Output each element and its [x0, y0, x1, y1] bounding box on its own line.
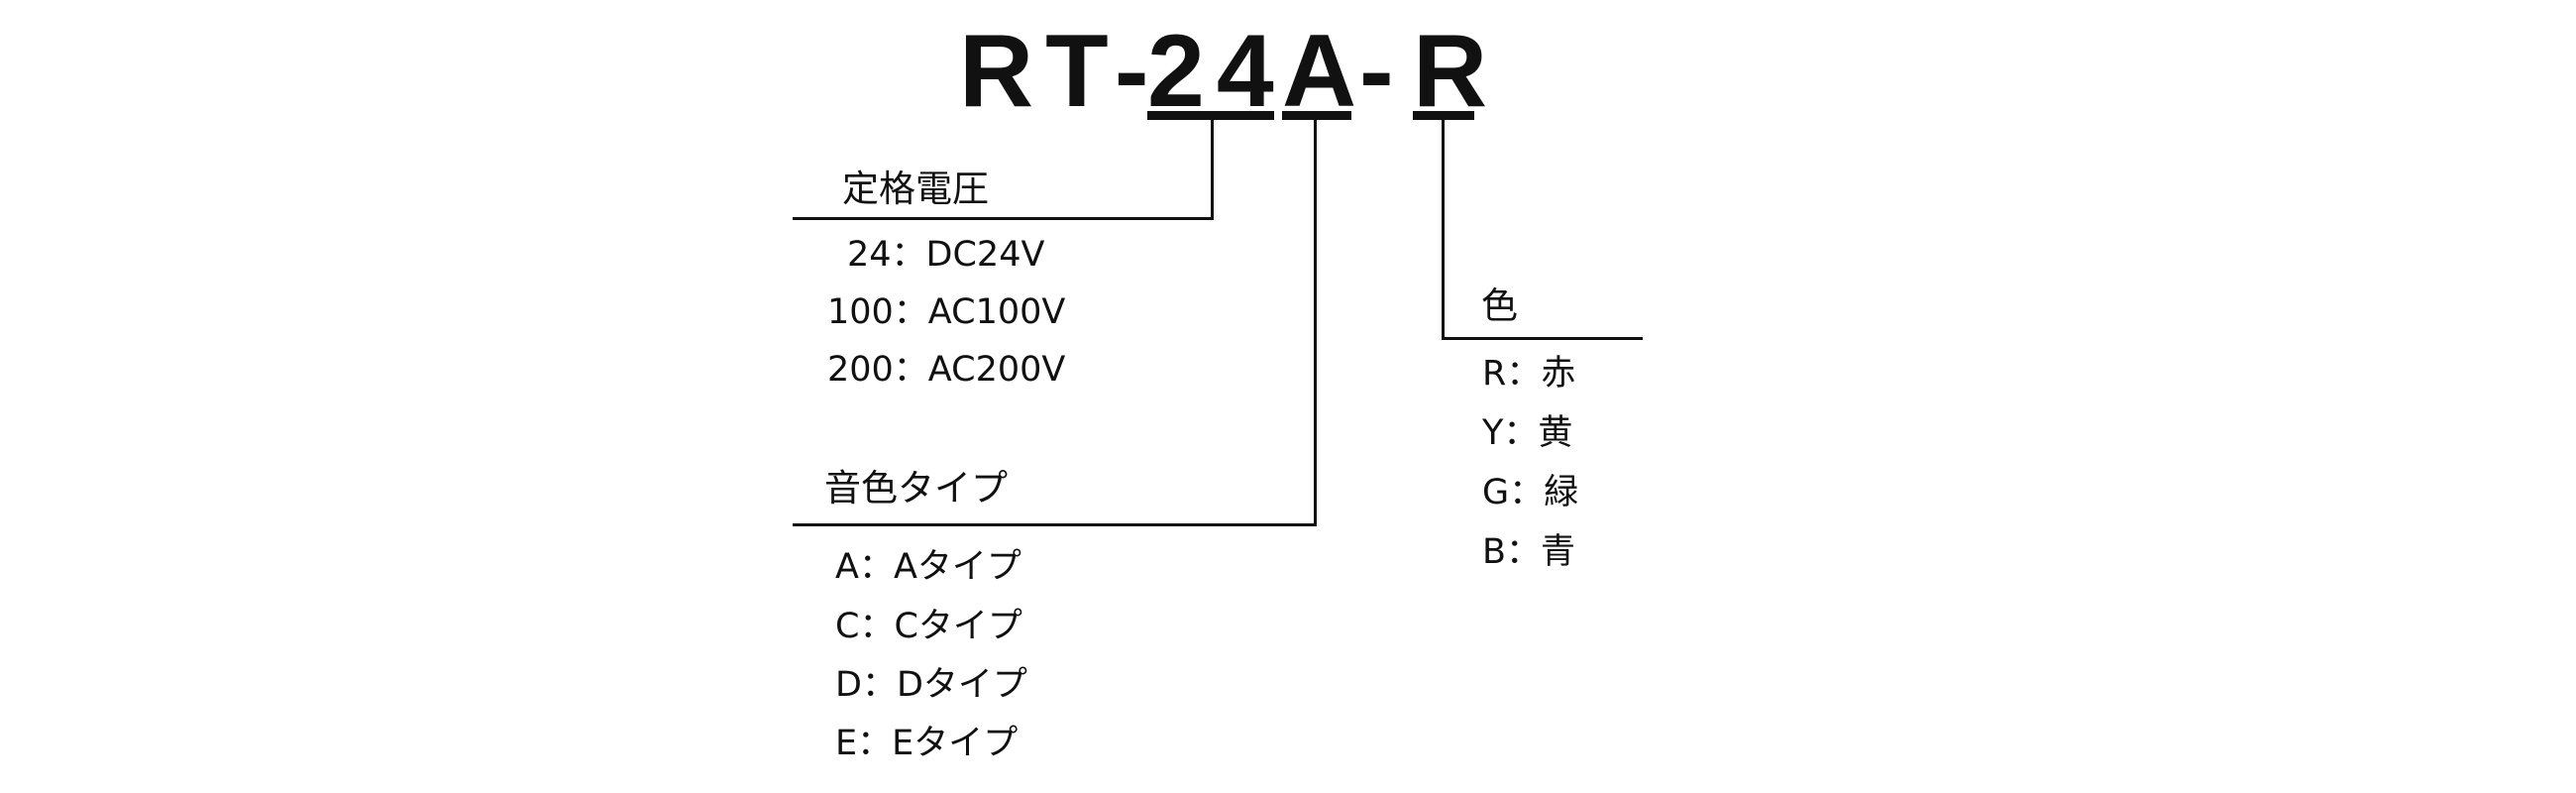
color-title: 色	[1481, 284, 1518, 327]
model-code-tone: A	[1282, 14, 1369, 129]
tone-item-d: D：Dタイプ	[835, 665, 1027, 705]
color-connector-vertical	[1442, 120, 1445, 340]
color-connector-horizontal	[1442, 337, 1643, 340]
voltage-connector-horizontal	[793, 217, 1214, 220]
color-item-b: B：青	[1482, 532, 1576, 572]
tone-item-e: E：Eタイプ	[835, 724, 1019, 763]
tone-item-c: C：Cタイプ	[835, 607, 1022, 646]
color-item-y: Y：黄	[1482, 413, 1573, 453]
voltage-code-underline	[1147, 111, 1274, 120]
tone-connector-vertical	[1314, 120, 1317, 526]
voltage-connector-vertical	[1211, 120, 1214, 220]
model-code-color: R	[1413, 14, 1500, 129]
color-code-underline	[1413, 111, 1474, 120]
voltage-title: 定格電圧	[842, 168, 989, 210]
tone-code-underline	[1282, 111, 1351, 120]
tone-connector-horizontal	[793, 523, 1317, 526]
voltage-item-100: 100：AC100V	[827, 292, 1066, 332]
model-code-dash: -	[1359, 14, 1406, 129]
tone-item-a: A：Aタイプ	[835, 547, 1021, 587]
model-code-voltage: 24	[1147, 14, 1286, 129]
voltage-item-200: 200：AC200V	[827, 350, 1066, 390]
tone-title: 音色タイプ	[824, 467, 1008, 510]
color-item-g: G：緑	[1482, 473, 1579, 512]
voltage-item-24: 24：DC24V	[847, 235, 1045, 275]
model-code-prefix: RT-	[959, 14, 1161, 129]
color-item-r: R：赤	[1482, 354, 1576, 394]
